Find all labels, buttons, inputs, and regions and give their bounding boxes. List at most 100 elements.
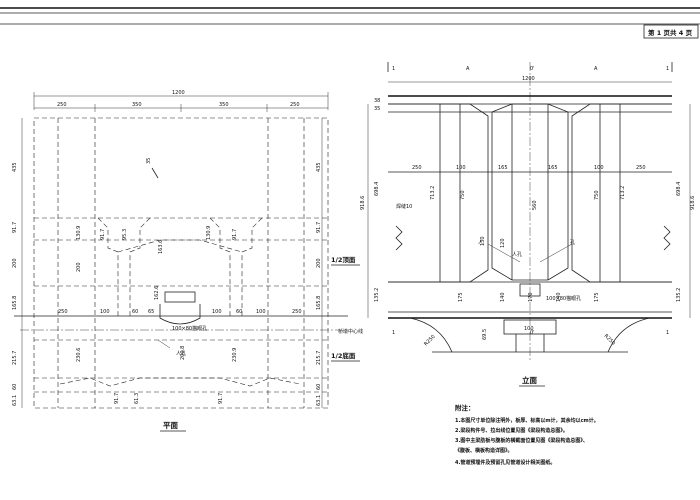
notes-item-1: 1.本图尺寸单位除注明外，板厚、标高以m计，其余均以cm计。 bbox=[455, 417, 599, 424]
elev-mark-1: 1 bbox=[392, 66, 395, 72]
elev-weld-label: 焊缝10 bbox=[396, 203, 412, 210]
elev-left-h-3: 713.2 bbox=[430, 186, 436, 200]
elev-base-r250-right: R250 bbox=[603, 333, 616, 346]
plan-manhole-leader bbox=[157, 339, 171, 349]
plan-inner-dim-9: 230.6 bbox=[76, 348, 82, 362]
elev-right-h-6: 135.2 bbox=[676, 288, 682, 302]
plan-view: 1200 250 350 350 250 桥墩中心线 bbox=[12, 90, 363, 432]
plan-taper-1 bbox=[97, 217, 119, 316]
elev-curve-left bbox=[409, 317, 453, 353]
elev-manhole-char-2: 孔 bbox=[570, 239, 575, 246]
plan-right-dim-4: 165.8 bbox=[316, 296, 322, 310]
elev-mark-3: 0' bbox=[530, 66, 535, 72]
plan-left-dim-4: 165.8 bbox=[12, 296, 18, 310]
plan-right-dim-7: 63.1 bbox=[316, 395, 322, 406]
elev-h-250b: 250 bbox=[636, 165, 646, 171]
plan-inner-dim-7: 162.6 bbox=[154, 286, 160, 300]
plan-manhole-shape bbox=[159, 304, 201, 325]
elev-mark-5: 1 bbox=[666, 66, 669, 72]
plan-inner-dim-12: 91.7 bbox=[114, 393, 120, 404]
elev-total-width: 1200 bbox=[522, 76, 535, 82]
plan-inner-dim-14: 91.7 bbox=[218, 393, 224, 404]
elev-left-h-7: 135.2 bbox=[374, 288, 380, 302]
plan-taper-top bbox=[117, 239, 243, 253]
elev-center-h-5: 140 bbox=[556, 292, 562, 302]
plan-row-250b: 250 bbox=[292, 309, 302, 315]
elev-right-h-3: 713.2 bbox=[620, 186, 626, 200]
elev-left-h-6: 175 bbox=[458, 292, 464, 302]
plan-seg-350-right: 350 bbox=[219, 102, 229, 108]
elev-bearing-block bbox=[503, 319, 557, 335]
elev-left-web bbox=[388, 103, 489, 283]
elev-hole-label: 100×80猫眼孔 bbox=[546, 295, 581, 302]
plan-left-dims: 435 91.7 200 165.8 215.7 60 63.1 bbox=[12, 162, 18, 406]
plan-inner-dims: 130.9 91.7 95.3 200 130.9 91.7 162.6 163… bbox=[76, 226, 238, 404]
plan-section-arrow bbox=[151, 167, 159, 179]
elev-dim-38: 38 bbox=[374, 98, 380, 104]
elev-left-h-4: 750 bbox=[460, 190, 466, 200]
notes-heading: 附注： bbox=[455, 403, 475, 412]
elevation-view: 1 A 0' A 1 1 0' 1 1200 38 35 250 100 165… bbox=[360, 62, 696, 387]
elev-right-h-5: 175 bbox=[594, 292, 600, 302]
elev-base-100: 100 bbox=[524, 326, 534, 332]
page-badge-box bbox=[643, 24, 699, 39]
notes-item-3: 3.图中主梁肋板与腹板的横截面位置见图《梁段构造总图》、 bbox=[455, 437, 588, 444]
elev-right-h-2: 698.4 bbox=[676, 182, 682, 196]
elev-manhole-leader-1 bbox=[487, 243, 521, 263]
elev-dim-35: 35 bbox=[374, 106, 380, 112]
elev-h-100b: 100 bbox=[594, 165, 604, 171]
plan-section-mark: 35 bbox=[146, 158, 152, 164]
elev-left-h-5: 130 bbox=[480, 236, 486, 246]
elev-h-100a: 100 bbox=[456, 165, 466, 171]
plan-right-dim-1: 435 bbox=[316, 162, 322, 172]
elev-mark-7: 0' bbox=[530, 330, 535, 336]
plan-row-100a: 100 bbox=[100, 309, 110, 315]
plan-left-dim-7: 63.1 bbox=[12, 395, 18, 406]
plan-row-250: 250 bbox=[58, 309, 68, 315]
plan-row-100c: 100 bbox=[256, 309, 266, 315]
notes-item-5: 4.管道预埋件及预留孔见管道设计相关图纸。 bbox=[455, 459, 555, 466]
plan-right-dim-3: 200 bbox=[316, 258, 322, 268]
notes-item-4: 《腹板、横板构造详图》。 bbox=[455, 447, 513, 454]
plan-taper-4 bbox=[241, 217, 263, 316]
plan-right-dim-5: 215.7 bbox=[316, 351, 322, 365]
elev-manhole-label: 人孔 bbox=[512, 251, 522, 258]
elev-base-r250-left: R250 bbox=[423, 334, 436, 347]
plan-right-dim-2: 91.7 bbox=[316, 222, 322, 233]
plan-inner-dim-5: 130.9 bbox=[206, 226, 212, 240]
plan-inner-dim-3: 95.3 bbox=[122, 229, 128, 240]
elev-manhole-char-1: 人 bbox=[478, 240, 483, 246]
plan-taper-2 bbox=[129, 217, 151, 316]
elev-center-h-1: 560 bbox=[532, 200, 538, 210]
notes-item-2: 2.梁段构件号、拉出线位置见图《梁段构造总图》。 bbox=[455, 427, 568, 434]
plan-inner-dim-10: 200.8 bbox=[180, 346, 186, 360]
elev-h-250: 250 bbox=[412, 165, 422, 171]
elev-mark-8: 1 bbox=[666, 330, 669, 336]
plan-left-dim-3: 200 bbox=[12, 258, 18, 268]
elev-h-165b: 165 bbox=[548, 165, 558, 171]
plan-seg-250-left: 250 bbox=[57, 102, 67, 108]
plan-bottom-label: 1/2底面 bbox=[331, 351, 356, 360]
elev-hole-rect bbox=[519, 283, 541, 297]
plan-inner-dim-1: 130.9 bbox=[76, 226, 82, 240]
elev-center-h-4: 170 bbox=[528, 292, 534, 302]
elev-h-165a: 165 bbox=[498, 165, 508, 171]
elev-base-695: 69.5 bbox=[482, 329, 488, 340]
plan-inner-dim-11: 61.3 bbox=[134, 393, 140, 404]
elev-mark-4: A bbox=[594, 66, 598, 72]
plan-inner-dim-2: 91.7 bbox=[100, 229, 106, 240]
elev-right-h-1: 918.6 bbox=[690, 196, 696, 210]
elev-mark-6: 1 bbox=[392, 330, 395, 336]
plan-seg-350-left: 350 bbox=[132, 102, 142, 108]
plan-inner-dim-8: 163.6 bbox=[158, 240, 164, 254]
plan-row-60b: 60 bbox=[236, 309, 242, 315]
plan-inner-dim-4: 200 bbox=[76, 262, 82, 272]
elev-bearing-legs bbox=[515, 334, 545, 352]
plan-right-dim-6: 60 bbox=[316, 384, 322, 390]
plan-right-dims: 435 91.7 200 165.8 215.7 60 63.1 bbox=[316, 162, 322, 406]
elev-weld-symbol-left bbox=[395, 225, 403, 251]
plan-manhole-label: 人孔 bbox=[176, 350, 186, 357]
plan-total-width: 1200 bbox=[172, 90, 185, 96]
elev-curve-right bbox=[607, 317, 651, 353]
elev-center-column bbox=[491, 103, 569, 281]
